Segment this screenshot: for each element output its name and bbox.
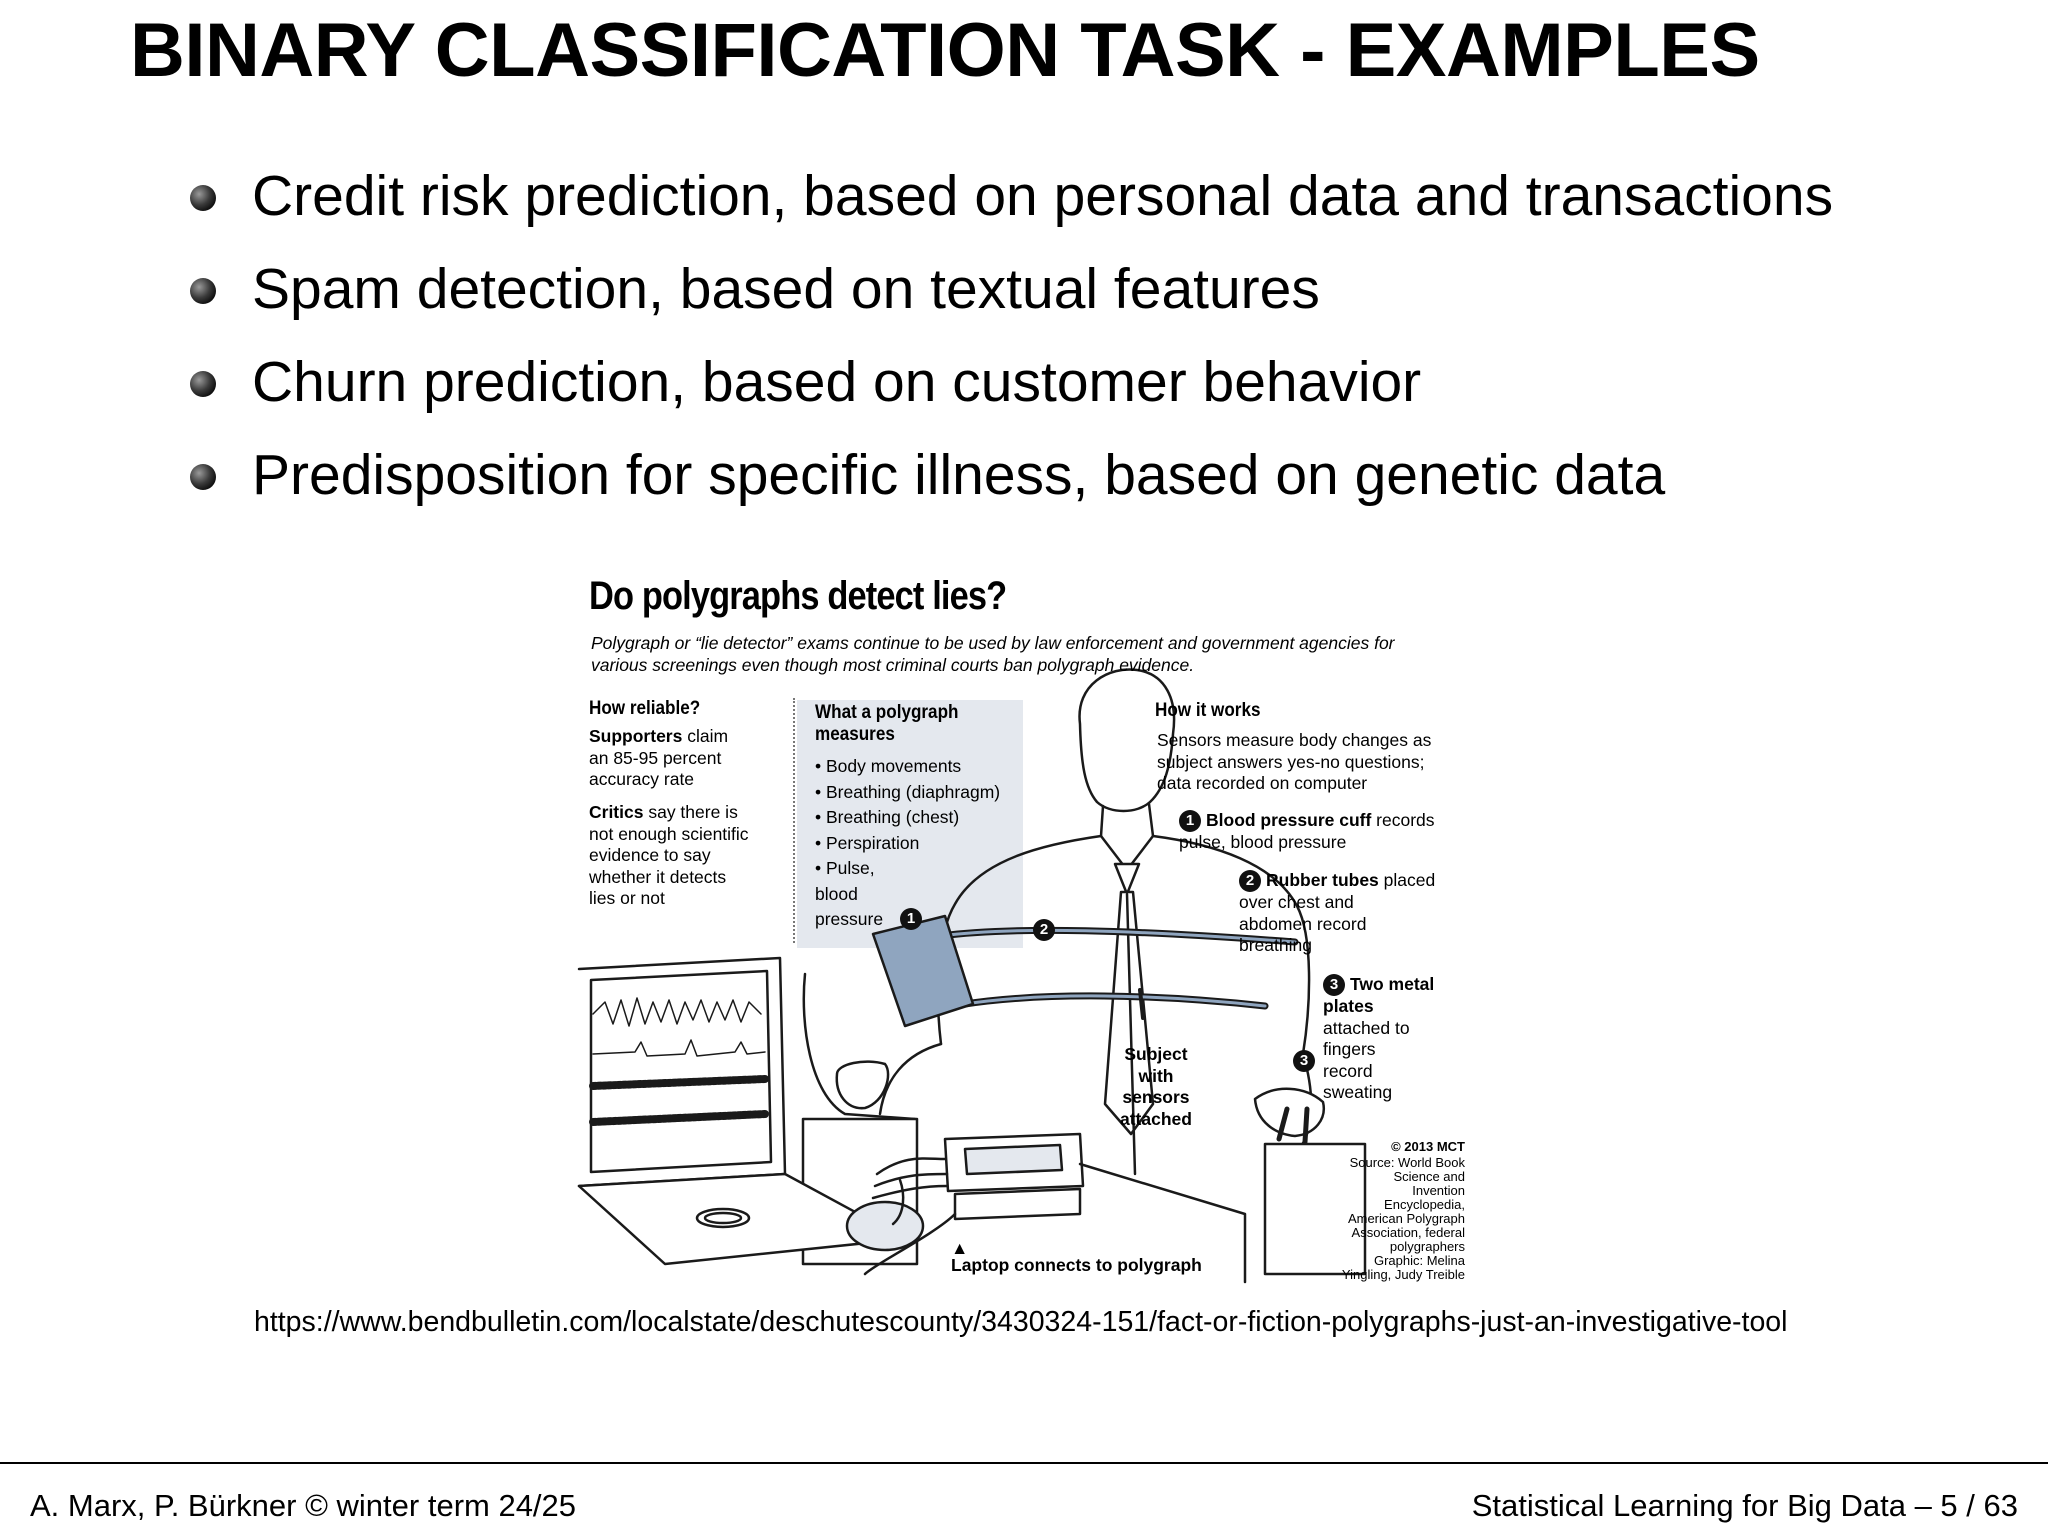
footer-divider [0,1462,2048,1464]
bullet-list: Credit risk prediction, based on persona… [190,150,1833,522]
bullet-text: Credit risk prediction, based on persona… [252,164,1834,228]
step-number-icon: 2 [1239,870,1261,892]
measures-list: • Body movements • Breathing (diaphragm)… [815,756,1001,929]
infographic-credits: Source: World Book Science and Invention… [1341,1155,1465,1282]
marker-1-icon: 1 [900,908,922,930]
polygraph-illustration [577,668,1367,1284]
column-divider [793,698,795,943]
critics-text: Critics say there is not enough scientif… [589,802,749,908]
step-number-icon: 3 [1323,974,1345,996]
bullet-item: Predisposition for specific illness, bas… [190,429,1833,522]
bullet-item: Spam detection, based on textual feature… [190,243,1833,336]
measures-heading: What a polygraph measures [815,702,959,745]
marker-2-icon: 2 [1033,919,1055,941]
bullet-icon [190,464,216,490]
bullet-icon [190,371,216,397]
how-heading: How it works [1155,700,1261,721]
polygraph-infographic: Do polygraphs detect lies? Polygraph or … [575,574,1475,1284]
bullet-icon [190,185,216,211]
marker-3-icon: 3 [1293,1050,1315,1072]
supporters-text: Supporters claim an 85-95 percent accura… [589,726,729,789]
subject-label: Subject with sensors attached [1120,1044,1192,1129]
footer-authors: A. Marx, P. Bürkner © winter term 24/25 [30,1488,577,1523]
slide-title: BINARY CLASSIFICATION TASK - EXAMPLES [130,8,1760,93]
copyright: © 2013 MCT [1391,1139,1465,1154]
measures-panel [797,700,1023,948]
bullet-icon [190,278,216,304]
bullet-item: Churn prediction, based on customer beha… [190,336,1833,429]
footer-course-page: Statistical Learning for Big Data – 5 / … [1471,1488,2018,1523]
laptop-label: ▲ [951,1238,968,1260]
bullet-text: Spam detection, based on textual feature… [252,257,1320,321]
source-url[interactable]: https://www.bendbulletin.com/localstate/… [254,1306,1788,1338]
infographic-title: Do polygraphs detect lies? [589,574,1007,618]
step-number-icon: 1 [1179,810,1201,832]
bullet-item: Credit risk prediction, based on persona… [190,150,1833,243]
bullet-text: Churn prediction, based on customer beha… [252,350,1422,414]
infographic-subtitle: Polygraph or “lie detector” exams contin… [591,633,1395,675]
reliable-heading: How reliable? [589,698,701,719]
pointer-triangle-icon: ▲ [951,1238,969,1258]
how-text: Sensors measure body changes as subject … [1157,730,1432,793]
laptop-caption: Laptop connects to polygraph [951,1255,1202,1275]
bullet-text: Predisposition for specific illness, bas… [252,443,1666,507]
